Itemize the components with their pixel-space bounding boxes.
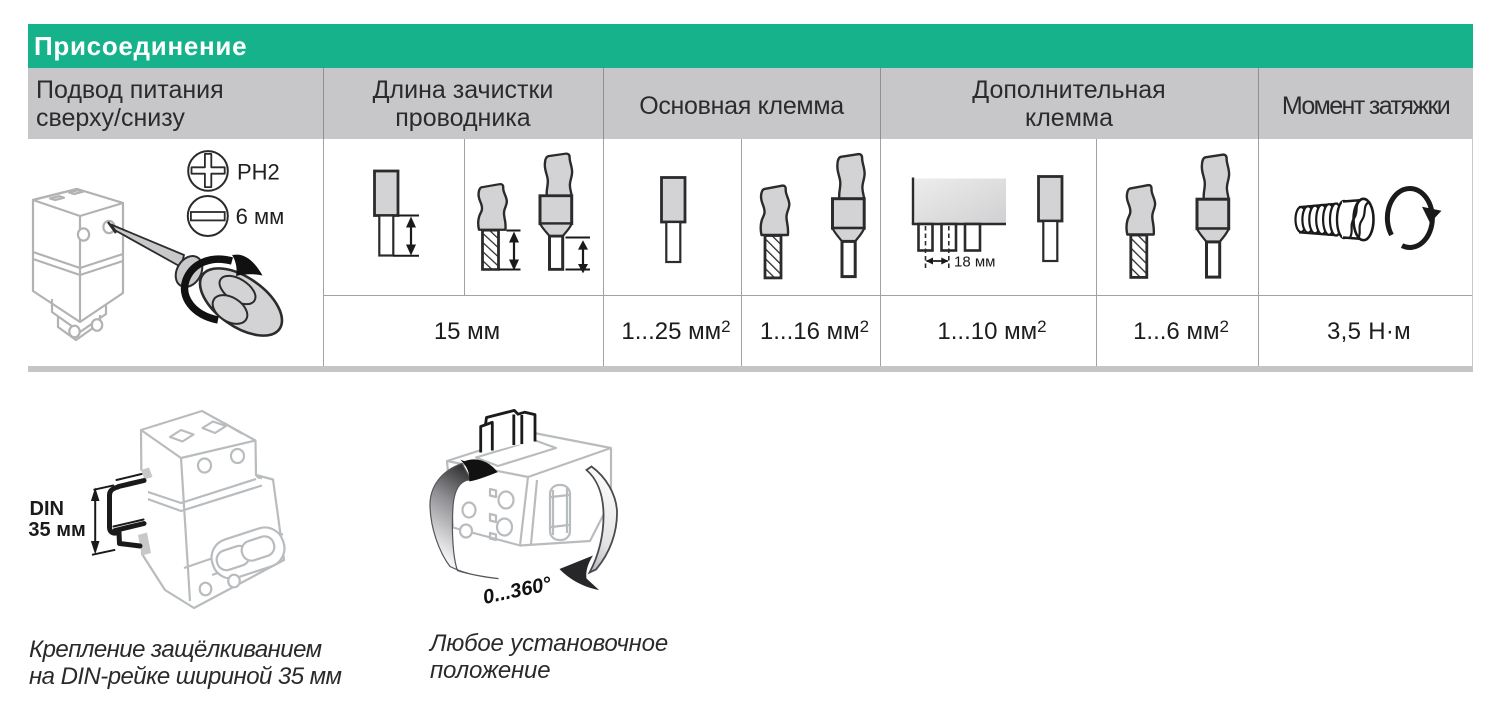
- svg-text:PH2: PH2: [237, 160, 280, 185]
- svg-text:DIN: DIN: [30, 498, 64, 520]
- svg-text:6 мм: 6 мм: [236, 204, 285, 229]
- svg-text:18 мм: 18 мм: [954, 254, 995, 271]
- svg-text:35 мм: 35 мм: [28, 519, 85, 541]
